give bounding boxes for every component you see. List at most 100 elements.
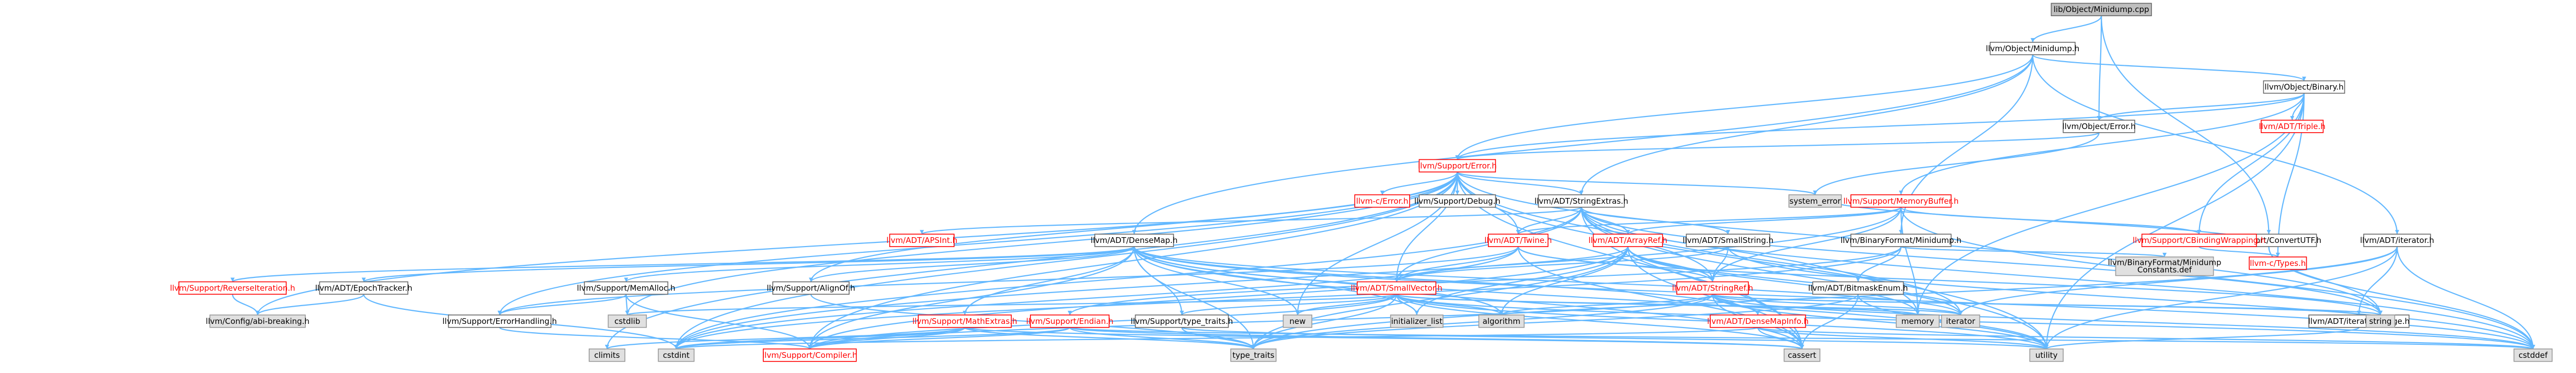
- node-root[interactable]: lib/Object/Minidump.cpp: [2051, 3, 2152, 16]
- edge-twine-to-cstdint: [676, 246, 1519, 349]
- node-root-box: [2051, 3, 2152, 16]
- node-minidump[interactable]: llvm/Object/Minidump.h: [1986, 42, 2079, 55]
- arrowhead-endian-to-compiler: [807, 344, 812, 349]
- node-string: string: [2365, 314, 2396, 328]
- node-bfminidumpdef-label: Constants.def: [2137, 265, 2192, 275]
- node-iterator[interactable]: llvm/ADT/iterator.h: [2360, 234, 2434, 247]
- node-supporterror[interactable]: llvm/Support/Error.h: [1418, 159, 1497, 173]
- arrowhead-cbinding-to-ctypes: [2275, 252, 2280, 257]
- edge-supporterror-to-stringextras: [1457, 171, 1582, 195]
- node-stringextras[interactable]: llvm/ADT/StringExtras.h: [1535, 194, 1628, 208]
- node-errorhandling[interactable]: llvm/Support/ErrorHandling.h: [442, 314, 557, 328]
- arrowhead-memorybuffer-to-twine: [1516, 230, 1520, 235]
- edge-densemap-to-reverseiter: [232, 246, 1135, 283]
- node-memory-label: memory: [1902, 317, 1934, 326]
- node-compiler[interactable]: llvm/Support/Compiler.h: [762, 348, 857, 362]
- edge-stringref-to-algorithm: [1501, 294, 1713, 316]
- node-reverseiter[interactable]: llvm/Support/ReverseIteration.h: [170, 281, 295, 295]
- node-densemap[interactable]: llvm/ADT/DenseMap.h: [1091, 234, 1177, 247]
- edge-typetraitsh-to-utility: [1181, 327, 2047, 350]
- nodes-layer: lib/Object/Minidump.cpp llvm/Object/Minid…: [170, 3, 2553, 362]
- arrowhead-root-to-convertutf: [2266, 230, 2271, 235]
- node-typetraitsh-label: llvm/Support/type_traits.h: [1131, 317, 1233, 327]
- node-densemapinfo[interactable]: llvm/ADT/DenseMapInfo.h: [1707, 314, 1808, 328]
- edge-densemap-to-alignof: [810, 246, 1135, 283]
- edge-binary-to-supporterror: [1457, 93, 2305, 160]
- arrowhead-bfminidump-to-bfminidumpdef: [2162, 252, 2167, 257]
- edge-memorybuffer-to-twine: [1517, 206, 1902, 235]
- arrowhead-iterator-to-iterrange: [2356, 310, 2361, 315]
- edge-minidump-to-supporterror: [1457, 54, 2033, 160]
- node-bitmaskenum-box: [1812, 281, 1904, 295]
- edge-twine-to-string: [1517, 246, 2382, 316]
- node-bitmaskenum[interactable]: llvm/ADT/BitmaskEnum.h: [1808, 281, 1908, 295]
- node-cstdint: cstdint: [658, 348, 695, 362]
- node-twine-box: [1487, 234, 1549, 247]
- node-iteratorstd-label: iterator: [1946, 317, 1976, 326]
- arrowhead-convertutf-to-systemerror: [1813, 190, 1817, 195]
- node-epochtracker[interactable]: llvm/ADT/EpochTracker.h: [315, 281, 413, 295]
- edge-minidump-to-binary: [2032, 54, 2305, 81]
- node-minidump-box: [1989, 42, 2076, 55]
- node-cerror[interactable]: llvm-c/Error.h: [1354, 194, 1410, 208]
- node-arrayref[interactable]: llvm/ADT/ArrayRef.h: [1588, 234, 1667, 247]
- edge-root-to-minidump: [2032, 15, 2102, 43]
- node-apsint-label: llvm/ADT/APSInt.h: [886, 236, 957, 245]
- edge-supporterror-to-systemerror: [1457, 171, 1816, 195]
- node-typetraits: type_traits: [1230, 348, 1277, 362]
- node-triple[interactable]: llvm/ADT/Triple.h: [2259, 120, 2326, 133]
- node-twine[interactable]: llvm/ADT/Twine.h: [1484, 234, 1552, 247]
- node-alignof[interactable]: llvm/Support/AlignOf.h: [767, 281, 855, 295]
- edge-cbinding-to-ctypes: [2199, 246, 2279, 258]
- node-minidump-label: llvm/Object/Minidump.h: [1986, 44, 2079, 53]
- edge-stringref-to-iterrange: [1712, 294, 2360, 316]
- node-climits-label: climits: [594, 351, 620, 360]
- node-smallstring[interactable]: llvm/ADT/SmallString.h: [1682, 234, 1773, 247]
- node-typetraits-box: [1230, 348, 1277, 362]
- node-apsint[interactable]: llvm/ADT/APSInt.h: [886, 234, 957, 247]
- node-bitmaskenum-label: llvm/ADT/BitmaskEnum.h: [1808, 283, 1908, 293]
- node-smallvector[interactable]: llvm/ADT/SmallVector.h: [1350, 281, 1442, 295]
- node-ctypes[interactable]: llvm-c/Types.h: [2249, 257, 2307, 270]
- edge-memorybuffer-to-memory: [1900, 207, 1918, 315]
- node-iteratorstd: iterator: [1941, 314, 1980, 328]
- arrowhead-stringref-to-densemapinfo: [1756, 310, 1760, 315]
- edge-epochtracker-to-configabi: [257, 294, 364, 316]
- node-debug[interactable]: llvm/Support/Debug.h: [1414, 194, 1501, 208]
- node-endian-label: llvm/Support/Endian.h: [1026, 317, 1114, 326]
- node-bfminidumpdef-box: [2115, 257, 2214, 276]
- arrowhead-smallvector-to-memory: [1915, 310, 1920, 315]
- edge-iterator-to-iterrange: [2358, 247, 2398, 315]
- edge-supporterror-to-alignof: [810, 172, 1458, 282]
- node-bfminidump[interactable]: llvm/BinaryFormat/Minidump.h: [1840, 234, 1962, 247]
- node-stringref[interactable]: llvm/ADT/StringRef.h: [1672, 281, 1753, 295]
- edge-minidump-to-stringextras: [1581, 54, 2033, 195]
- node-string-label: string: [2369, 317, 2391, 326]
- node-debug-box: [1418, 194, 1496, 208]
- node-triple-label: llvm/ADT/Triple.h: [2259, 122, 2325, 131]
- node-endian[interactable]: llvm/Support/Endian.h: [1026, 314, 1114, 328]
- edge-densemapinfo-to-cassert: [1757, 327, 1803, 349]
- edge-stringextras-to-smallstring: [1581, 207, 1729, 235]
- edge-iterator-to-typetraits: [1253, 246, 2398, 349]
- node-smallvector-box: [1356, 281, 1437, 295]
- edge-binary-to-memory: [1917, 93, 2305, 315]
- edge-bfminidump-to-cstdint: [676, 246, 1902, 349]
- arrowhead-convertutf-to-cstddef: [2531, 344, 2535, 349]
- node-systemerror-box: [1788, 194, 1842, 208]
- arrowhead-objerror-to-supporterror: [1455, 155, 1460, 160]
- node-memorybuffer[interactable]: llvm/Support/MemoryBuffer.h: [1844, 194, 1959, 208]
- arrowhead-iterator-to-iteratorstd: [1958, 310, 1963, 315]
- node-objerror[interactable]: llvm/Object/Error.h: [2062, 120, 2136, 133]
- node-typetraitsh[interactable]: llvm/Support/type_traits.h: [1131, 314, 1233, 328]
- node-binary[interactable]: llvm/Object/Binary.h: [2263, 80, 2345, 94]
- node-alignof-label: llvm/Support/AlignOf.h: [767, 283, 855, 293]
- edge-arrayref-to-compiler: [809, 246, 1629, 349]
- node-memalloc[interactable]: llvm/Support/MemAlloc.h: [577, 281, 676, 295]
- node-alignof-box: [772, 281, 850, 295]
- node-cbinding[interactable]: llvm/Support/CBindingWrapping.h: [2133, 234, 2265, 247]
- edge-densemap-to-mathextras: [964, 246, 1135, 315]
- edge-binary-to-objerror: [2098, 92, 2305, 121]
- node-mathextras[interactable]: llvm/Support/MathExtras.h: [912, 314, 1017, 328]
- node-memorybuffer-box: [1850, 194, 1952, 208]
